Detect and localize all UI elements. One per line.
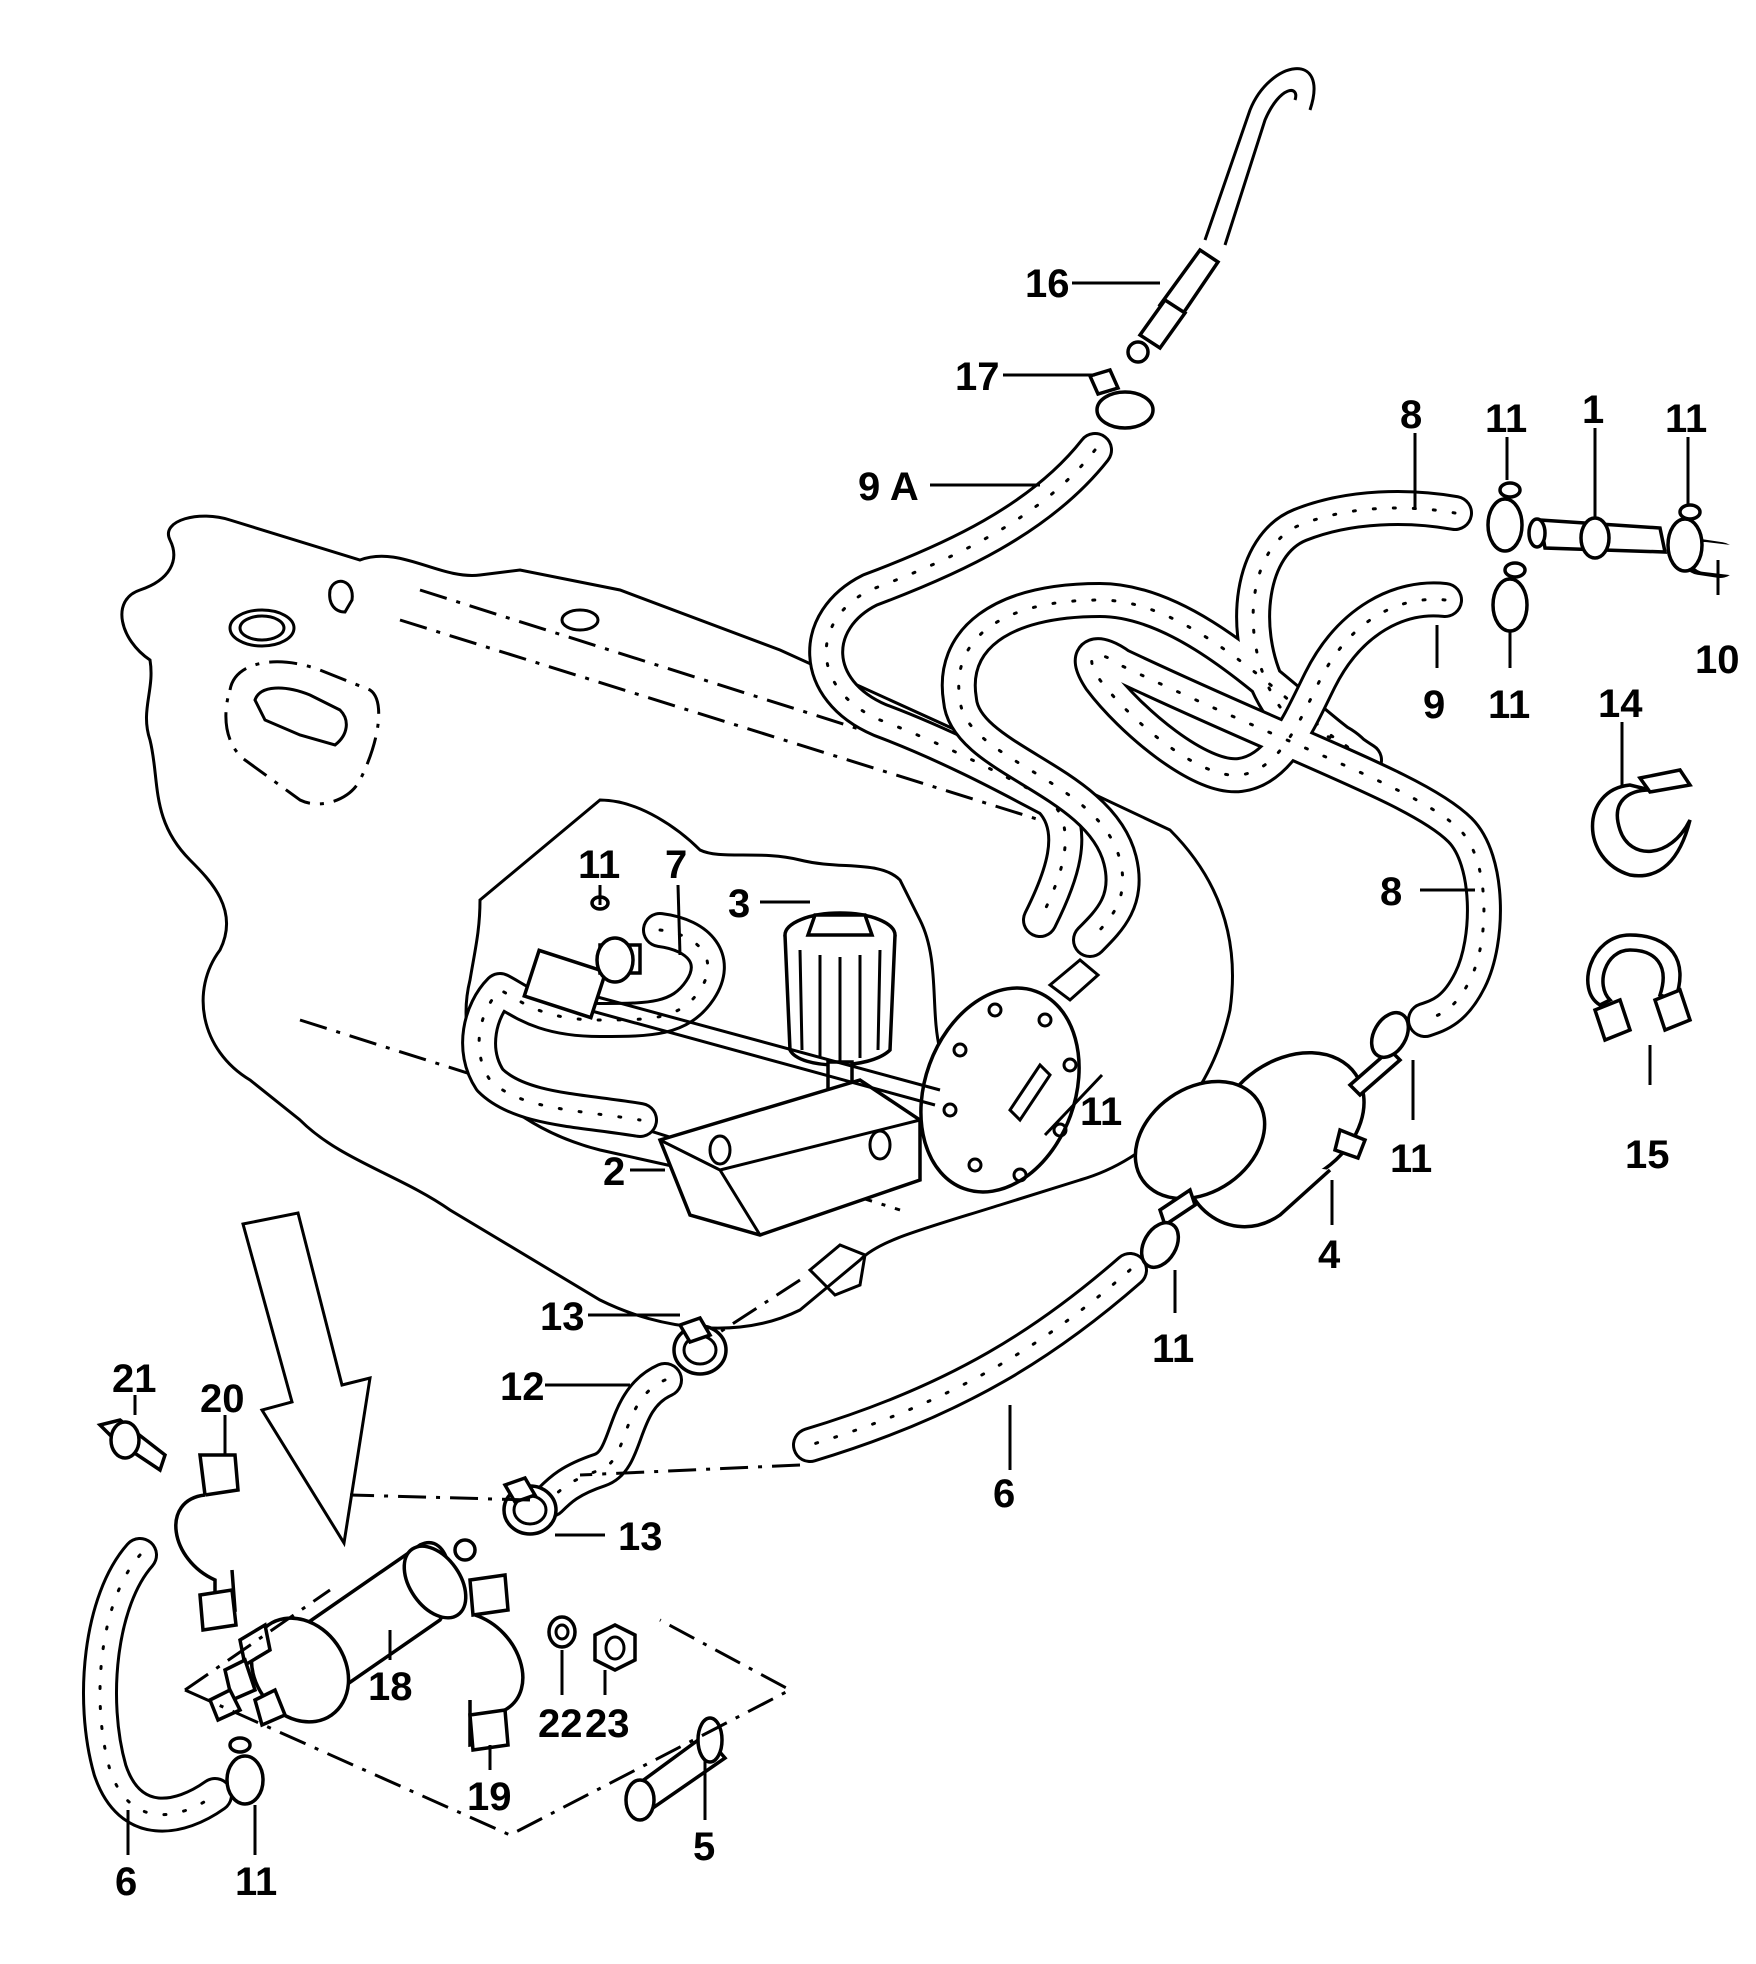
callout-11-d: 11 (1390, 1137, 1432, 1181)
callout-19: 19 (467, 1775, 512, 1819)
callout-18: 18 (368, 1665, 413, 1709)
hose-6 (792, 1252, 1148, 1463)
clamp-14 (1590, 768, 1693, 878)
direction-arrow (241, 1211, 372, 1548)
hose-6-lower (82, 1537, 233, 1833)
callout-22: 22 (538, 1702, 583, 1746)
fuel-accumulator-2 (657, 1078, 922, 1237)
fuel-pump-18 (207, 1538, 477, 1728)
fuel-sender-unit (919, 958, 1101, 1194)
callout-10: 10 (1695, 638, 1740, 682)
hose-clamp-17 (1087, 367, 1155, 430)
callout-8-lower: 8 (1380, 870, 1402, 914)
callout-3: 3 (728, 882, 750, 926)
callout-1: 1 (1582, 388, 1604, 432)
callout-16: 16 (1025, 262, 1070, 306)
sender-21 (96, 1418, 168, 1473)
hose-12 (532, 1362, 683, 1518)
callout-11-b: 11 (1665, 397, 1707, 441)
callout-6-right: 6 (993, 1472, 1015, 1516)
washer-22 (547, 1615, 577, 1649)
bracket-20 (174, 1453, 240, 1633)
vent-valve-pipe (1126, 67, 1316, 364)
callout-11-e: 11 (578, 843, 620, 887)
connector-1 (1527, 516, 1668, 560)
callout-4: 4 (1318, 1233, 1341, 1277)
callout-20: 20 (200, 1377, 245, 1421)
leader-lines (126, 281, 1720, 1855)
bracket-19 (468, 1573, 525, 1752)
hose-clamp-11-small (225, 895, 635, 1806)
callout-11-a: 11 (1485, 397, 1527, 441)
callout-12: 12 (500, 1365, 545, 1409)
callout-labels: 16 17 9 A 8 11 1 11 10 9 11 14 8 11 15 7… (112, 262, 1740, 1904)
callout-9: 9 (1423, 683, 1445, 727)
hose-clamp-13 (502, 1315, 728, 1536)
connector-5 (624, 1716, 728, 1822)
callout-8-upper: 8 (1400, 393, 1422, 437)
callout-14: 14 (1598, 682, 1643, 726)
fuel-filter-4 (1133, 1047, 1403, 1229)
callout-17: 17 (955, 355, 1000, 399)
callout-23: 23 (585, 1702, 630, 1746)
callout-2: 2 (603, 1150, 625, 1194)
hose-9a (808, 432, 1113, 938)
callout-5: 5 (693, 1825, 715, 1869)
callout-13-lower: 13 (618, 1515, 663, 1559)
clamp-15 (1586, 933, 1693, 1043)
callout-9a: 9 A (858, 465, 919, 509)
nut-23 (593, 1623, 637, 1672)
callout-11-g: 11 (1152, 1327, 1194, 1371)
callout-11-f: 11 (1080, 1090, 1122, 1134)
hose-7 (461, 912, 726, 1138)
callout-15: 15 (1625, 1133, 1670, 1177)
callout-13-upper: 13 (540, 1295, 585, 1339)
hose-clamp-11-filter (1139, 1010, 1411, 1270)
callout-6-left: 6 (115, 1860, 137, 1904)
callout-21: 21 (112, 1357, 157, 1401)
fuel-filter-3 (783, 911, 897, 1094)
callout-11-c: 11 (1488, 683, 1530, 727)
callout-7: 7 (665, 843, 687, 887)
hose-10 (1682, 539, 1745, 578)
callout-11-h: 11 (235, 1860, 277, 1904)
hose-9 (1073, 581, 1502, 1038)
hose-8-upper (940, 490, 1473, 958)
